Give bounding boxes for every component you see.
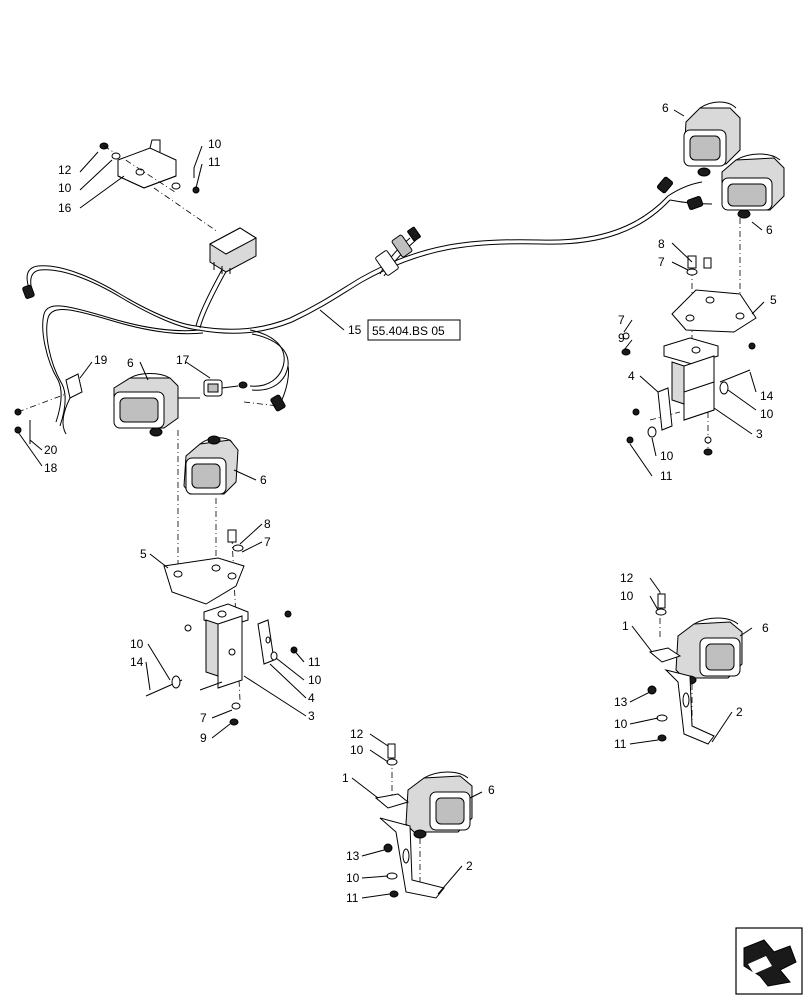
callout-10: 10 — [208, 137, 222, 151]
callout-8: 8 — [658, 237, 665, 251]
plate-5-left — [163, 557, 245, 605]
callout-7: 7 — [618, 313, 625, 327]
callout-6: 6 — [766, 223, 773, 237]
callout-17: 17 — [176, 353, 190, 367]
callout-11: 11 — [660, 469, 673, 483]
plate-4-right — [657, 387, 673, 431]
work-light-top-right-1 — [683, 101, 741, 177]
callout-14: 14 — [130, 655, 144, 669]
reference-box — [367, 319, 461, 341]
callout-10: 10 — [130, 637, 144, 651]
wiring-harness — [26, 181, 713, 427]
plate-5-right — [671, 289, 757, 333]
callout-4: 4 — [308, 691, 315, 705]
switch-17 — [203, 379, 248, 397]
callout-6: 6 — [488, 783, 495, 797]
callout-labels: 6 6 6 6 6 6 8 7 5 7 9 4 14 10 3 10 11 10… — [44, 101, 777, 905]
reference-callout[interactable]: 15 55.404.BS 05 — [348, 319, 461, 341]
clip-19 — [62, 373, 83, 435]
harness-connector — [22, 176, 704, 412]
callout-13: 13 — [614, 695, 628, 709]
callout-10: 10 — [660, 449, 674, 463]
callout-12: 12 — [620, 571, 634, 585]
callout-5: 5 — [140, 547, 147, 561]
callout-11: 11 — [208, 155, 221, 169]
work-light-lower-left — [183, 435, 239, 495]
arrow-icon[interactable] — [735, 927, 803, 995]
callout-18: 18 — [44, 461, 58, 475]
work-light-bottom-center — [405, 771, 473, 839]
callout-5: 5 — [770, 293, 777, 307]
callout-10: 10 — [346, 871, 360, 885]
bracket-3-right — [663, 337, 719, 421]
reference-prefix: 15 — [348, 323, 362, 337]
callout-16: 16 — [58, 201, 72, 215]
relay-module — [209, 227, 257, 274]
callout-6: 6 — [662, 101, 669, 115]
callout-6: 6 — [260, 473, 267, 487]
bracket-16 — [117, 139, 177, 189]
callout-10: 10 — [760, 407, 774, 421]
callout-13: 13 — [346, 849, 360, 863]
work-light-left — [113, 373, 200, 437]
bracket-3-left — [203, 603, 249, 689]
fasteners-18-20 — [14, 393, 67, 444]
callout-7: 7 — [264, 535, 271, 549]
reference-link[interactable]: 55.404.BS 05 — [372, 324, 445, 338]
callout-6: 6 — [762, 621, 769, 635]
callout-10: 10 — [58, 181, 72, 195]
callout-11: 11 — [614, 737, 627, 751]
callout-9: 9 — [200, 731, 207, 745]
callout-7: 7 — [200, 711, 207, 725]
callout-7: 7 — [658, 255, 665, 269]
callout-3: 3 — [308, 709, 315, 723]
callout-12: 12 — [58, 163, 72, 177]
callout-20: 20 — [44, 443, 58, 457]
callout-2: 2 — [466, 859, 473, 873]
callout-10: 10 — [620, 589, 634, 603]
callout-1: 1 — [622, 619, 629, 633]
callout-11: 11 — [308, 655, 321, 669]
callout-12: 12 — [350, 727, 364, 741]
bracket-2-right — [647, 593, 715, 745]
callout-6: 6 — [127, 356, 134, 370]
callout-3: 3 — [756, 427, 763, 441]
callout-19: 19 — [94, 353, 108, 367]
callout-10: 10 — [308, 673, 322, 687]
callout-9: 9 — [618, 331, 625, 345]
callout-1: 1 — [342, 771, 349, 785]
bolt-12-top-left — [99, 142, 200, 194]
callout-14: 14 — [760, 389, 774, 403]
fasteners-left-bracket — [145, 529, 298, 726]
leader-lines — [17, 109, 765, 899]
work-light-top-right-2 — [721, 153, 785, 219]
callout-10: 10 — [614, 717, 628, 731]
callout-8: 8 — [264, 517, 271, 531]
callout-2: 2 — [736, 705, 743, 719]
work-light-mid-right — [675, 617, 743, 685]
fasteners-right-bracket — [621, 255, 756, 456]
callout-10: 10 — [350, 743, 364, 757]
callout-4: 4 — [628, 369, 635, 383]
bracket-2-center — [374, 743, 445, 899]
callout-11: 11 — [346, 891, 359, 905]
